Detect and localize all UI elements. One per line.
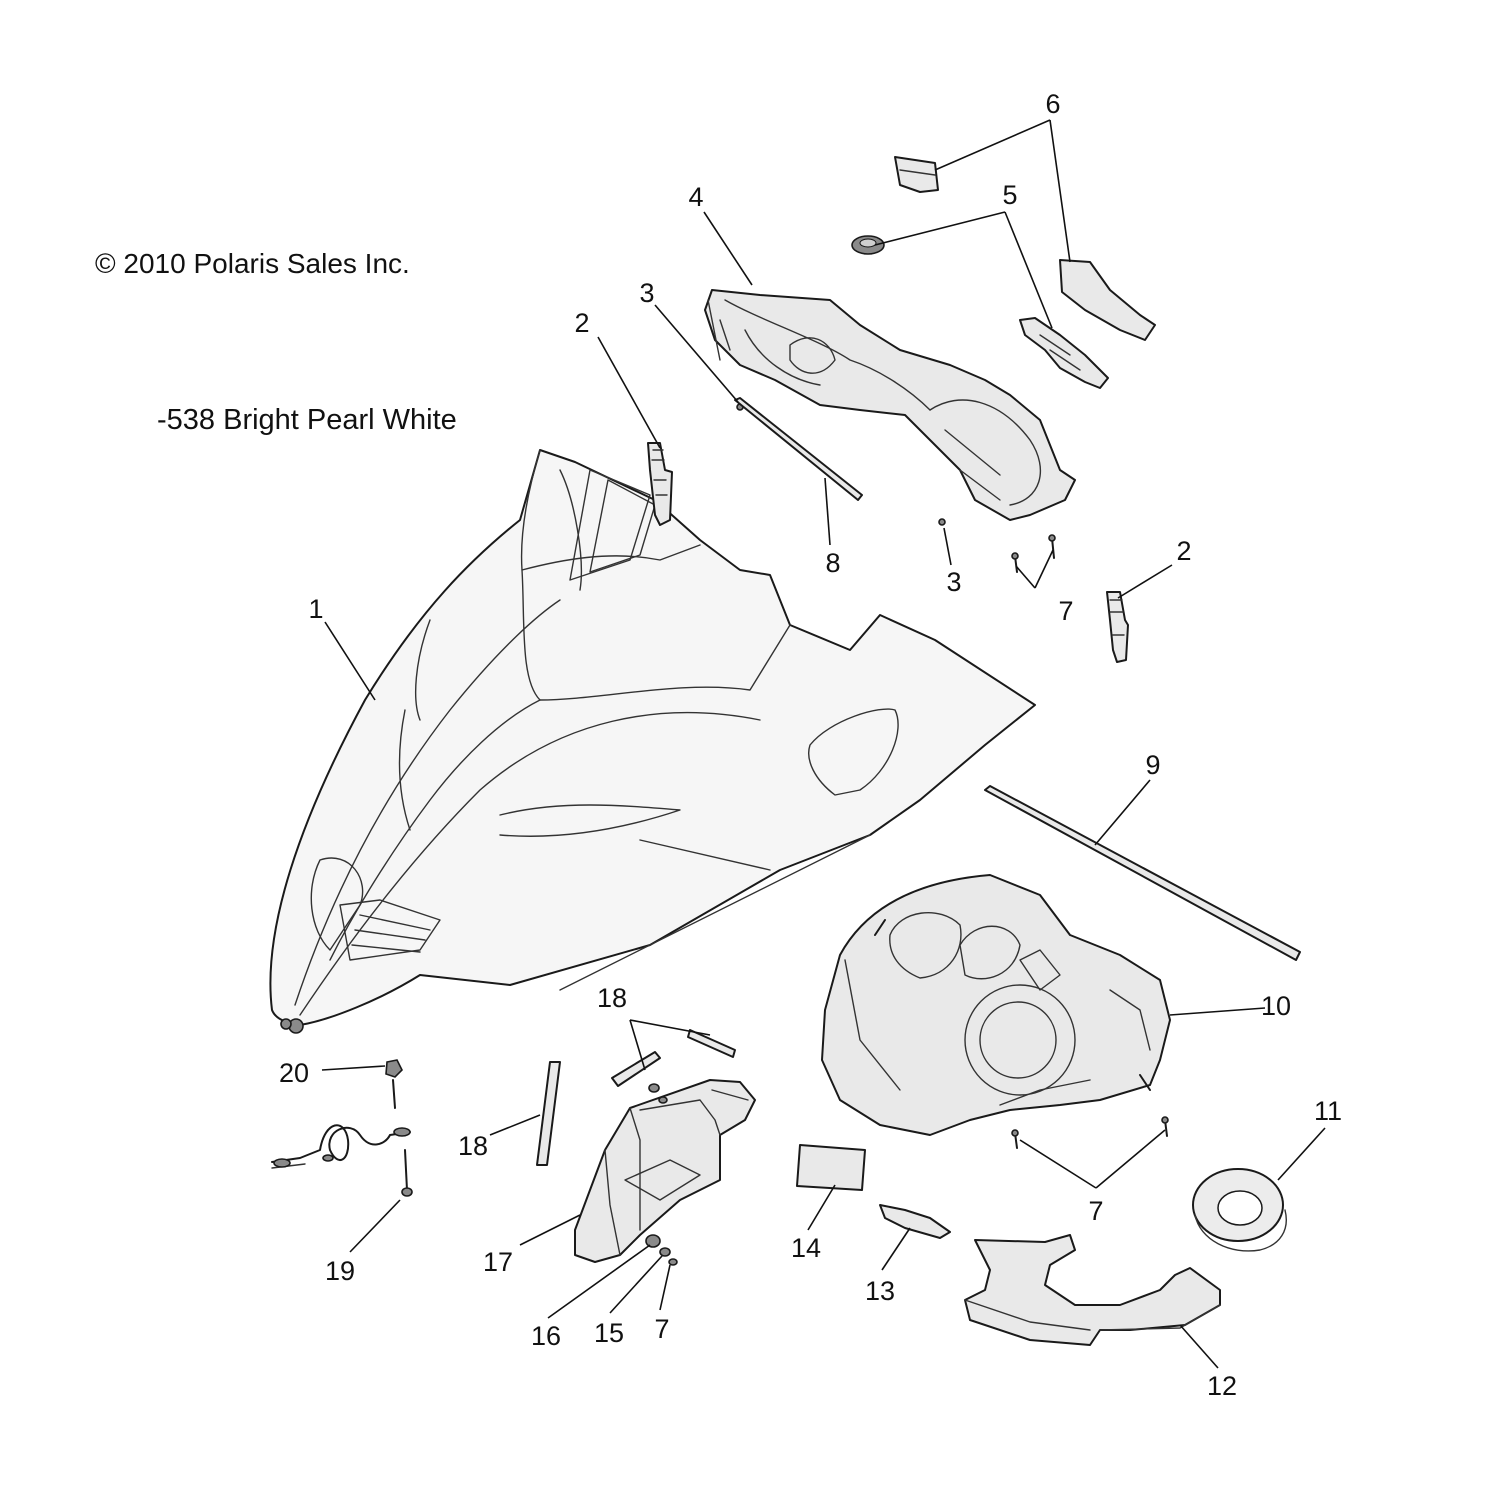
callout-12: 12 [1207,1371,1237,1401]
part-18-trim-pad-b [687,1029,736,1058]
part-5-switch-bracket [1019,317,1109,389]
callout-2-left: 2 [574,308,589,338]
callout-14: 14 [791,1233,821,1263]
callout-7-upper: 7 [1058,596,1073,626]
part-19-harness [271,1124,411,1169]
copyright-notice: © 2010 Polaris Sales Inc. [95,248,410,279]
part-9-edge-trim [984,785,1301,961]
part-6-pad-small [894,156,939,193]
callout-4: 4 [688,182,703,212]
part-16-nut-upper [648,1083,668,1104]
callout-1: 1 [308,594,323,624]
part-8-seal-strip [734,397,863,501]
callout-7-box: 7 [654,1314,669,1344]
callout-15: 15 [594,1318,624,1348]
leader-lines [321,119,1326,1369]
part-11-seal-ring [1192,1168,1287,1252]
callout-20: 20 [279,1058,309,1088]
part-7-rivets-upper [1011,534,1056,573]
callout-18-left: 18 [458,1131,488,1161]
part-16-nut [645,1234,661,1248]
part-17-storage-box [574,1079,756,1263]
callout-6: 6 [1045,89,1060,119]
part-10-inner-panel [821,874,1171,1136]
part-19-bolt [401,1149,413,1197]
part-13-pad [879,1204,951,1239]
part-2-clip-right [1106,591,1129,663]
part-12-foam-pad [964,1234,1221,1346]
part-7-rivets-lower [1011,1116,1169,1149]
part-18-trim-pad-a [611,1051,661,1087]
part-1-hood [269,449,1036,1034]
part-7-screw-box [668,1258,678,1266]
part-6-pad-long [1059,259,1156,341]
part-4-console [704,289,1076,521]
callout-7-lower: 7 [1088,1196,1103,1226]
part-2-clip-left [647,442,673,526]
color-code-note: -538 Bright Pearl White [157,404,457,436]
callout-10: 10 [1261,991,1291,1021]
callout-3-lower: 3 [946,567,961,597]
callout-11: 11 [1314,1096,1342,1126]
part-20-nut [385,1059,403,1109]
callout-18-upper: 18 [597,983,627,1013]
callout-9: 9 [1145,750,1160,780]
callout-numbers: 1 2 2 3 3 4 5 6 7 7 7 8 9 10 11 12 13 14… [279,89,1342,1401]
part-18-trim-strip-left [536,1061,561,1166]
callout-5: 5 [1002,180,1017,210]
part-15-washer [659,1247,671,1257]
callout-8: 8 [825,548,840,578]
callout-2-right: 2 [1176,536,1191,566]
part-3-screw-lower [938,518,946,526]
part-14-label [796,1144,866,1191]
callout-16: 16 [531,1321,561,1351]
callout-19: 19 [325,1256,355,1286]
part-5-grommet [851,235,885,255]
callout-3-upper: 3 [639,278,654,308]
callout-17: 17 [483,1247,513,1277]
callout-13: 13 [865,1276,895,1306]
